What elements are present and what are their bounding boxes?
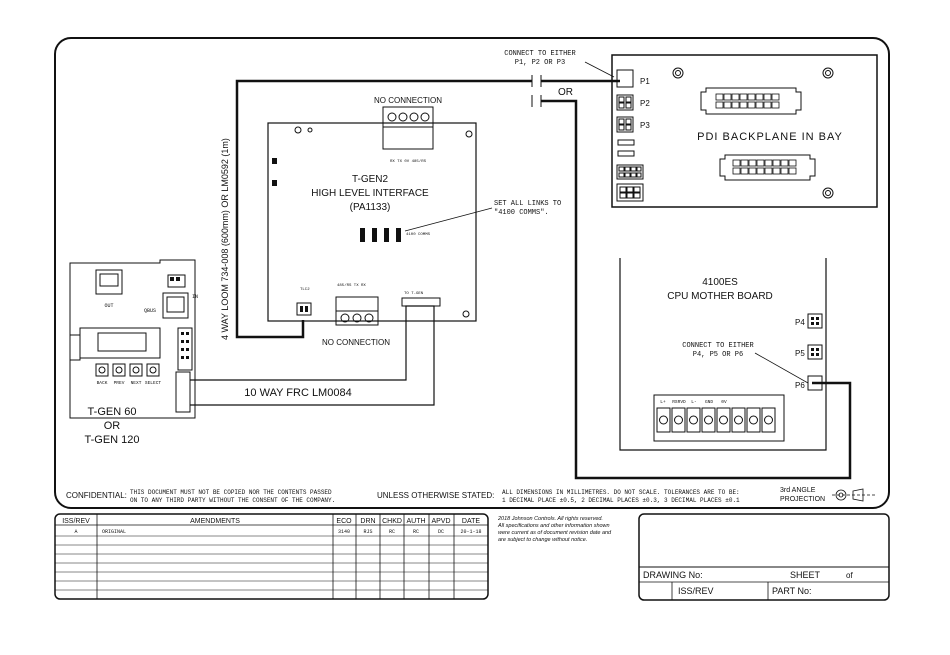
cpu-cable <box>541 99 852 480</box>
tgen-next-button: NEXT <box>131 380 142 386</box>
tgen-title-line3: T-GEN 120 <box>84 434 139 446</box>
pdi-title: PDI BACKPLANE IN BAY <box>697 131 843 143</box>
projection-symbol-icon <box>832 488 876 502</box>
terminal-gnd: GND <box>705 399 713 405</box>
cpu-title-line1: 4100ES <box>702 277 738 288</box>
tgen-title-line1: T-GEN 60 <box>88 406 137 418</box>
copyright-line1: 2018 Johnson Controls. All rights reserv… <box>497 516 603 522</box>
hdr-auth: AUTH <box>406 518 425 525</box>
projection-line1: 3rd ANGLE <box>780 487 816 494</box>
connect-note-p4: CONNECT TO EITHER <box>682 342 754 350</box>
tgen2-tlc2-label: TLC2 <box>300 288 310 292</box>
copyright-line4: are subject to change without notice. <box>498 537 587 543</box>
hdr-apvd: APVD <box>431 518 450 525</box>
row-eco: 3140 <box>338 529 350 535</box>
connect-note-p1: CONNECT TO EITHER <box>504 50 576 58</box>
tgen-in-label: IN <box>192 294 198 300</box>
or-label: OR <box>558 87 573 98</box>
no-connection-top: NO CONNECTION <box>374 96 442 105</box>
projection-line2: PROJECTION <box>780 496 825 503</box>
p5-label: P5 <box>795 349 805 358</box>
dimensions-line1: ALL DIMENSIONS IN MILLIMETRES. DO NOT SC… <box>502 489 740 496</box>
svg-text:485/RS TX RX: 485/RS TX RX <box>337 283 366 288</box>
tgen-qbus-label: QBUS <box>144 308 156 314</box>
hdr-eco: ECO <box>336 518 352 525</box>
connect-note-p1-line2: P1, P2 OR P3 <box>515 59 565 67</box>
tgen2-to-tgen-label: TO T-GEN <box>404 292 424 296</box>
terminal-l-plus: L+ <box>660 399 666 405</box>
terminal-l-minus: L- <box>691 399 696 405</box>
confidential-text-line1: THIS DOCUMENT MUST NOT BE COPIED NOR THE… <box>130 489 332 496</box>
hdr-chkd: CHKD <box>382 518 402 525</box>
row-drn: RJS <box>363 529 372 535</box>
part-no-label: PART No: <box>772 586 812 596</box>
p6-label: P6 <box>795 381 805 390</box>
set-links-note: SET ALL LINKS TO <box>494 200 561 208</box>
of-label: of <box>846 571 853 580</box>
set-links-note-line2: "4100 COMMS". <box>494 209 549 217</box>
tgen-title-line2: OR <box>104 420 121 432</box>
frc-label: 10 WAY FRC LM0084 <box>244 387 351 399</box>
loom-label: 4 WAY LOOM 734-008 (600mm) OR LM0592 (1m… <box>220 138 230 340</box>
tgen2-title-line3: (PA1133) <box>350 202 391 213</box>
hdr-iss-rev: ISS/REV <box>62 518 90 525</box>
copyright-line2: All specifications and other information… <box>497 523 610 529</box>
row-chkd: RC <box>389 529 395 535</box>
tgen-select-button: SELECT <box>145 380 162 386</box>
title-block: DRAWING No: SHEET of ISS/REV PART No: <box>638 513 890 601</box>
p3-label: P3 <box>640 121 650 130</box>
row-apvd: DC <box>438 529 444 535</box>
tgen-unit: OUT QBUS IN BACK PREV NEXT SELECT T-GEN … <box>69 259 198 446</box>
confidential-label: CONFIDENTIAL: <box>66 491 127 500</box>
row-iss: A <box>74 529 77 535</box>
dimensions-line2: 1 DECIMAL PLACE ±0.5, 2 DECIMAL PLACES ±… <box>502 497 740 504</box>
amendments-table: ISS/REV AMENDMENTS ECO DRN CHKD AUTH APV… <box>54 513 489 600</box>
svg-text:RX TX 0V 485/RS: RX TX 0V 485/RS <box>390 159 427 164</box>
row-date: 20-1-18 <box>460 529 481 535</box>
hdr-date: DATE <box>462 518 480 525</box>
pdi-backplane-board: P1 P2 P3 PDI BACKPLANE IN BAY <box>611 54 878 208</box>
terminal-0v: 0V <box>721 399 727 405</box>
frc-ribbon-cable <box>190 305 435 406</box>
no-connection-bottom: NO CONNECTION <box>322 338 390 347</box>
copyright-line3: were current as of document revision dat… <box>498 530 612 536</box>
row-auth: RC <box>413 529 419 535</box>
row-amendment: ORIGINAL <box>102 529 126 535</box>
p2-label: P2 <box>640 99 650 108</box>
cpu-title-line2: CPU MOTHER BOARD <box>667 291 773 302</box>
hdr-amendments: AMENDMENTS <box>190 518 240 525</box>
loom-cable <box>235 79 532 339</box>
tgen2-title-line2: HIGH LEVEL INTERFACE <box>311 188 429 199</box>
sheet-label: SHEET <box>790 570 821 580</box>
cpu-mother-board: 4100ES CPU MOTHER BOARD P4 P5 P6 CONNECT… <box>619 258 827 451</box>
drawing-border <box>54 37 890 509</box>
connect-note-p4-line2: P4, P5 OR P6 <box>693 351 743 359</box>
iss-rev-label: ISS/REV <box>678 586 714 596</box>
tgen-out-label: OUT <box>104 303 113 309</box>
hdr-drn: DRN <box>360 518 375 525</box>
terminal-rsrvd: RSRVD <box>672 399 686 405</box>
tgen2-board: NO CONNECTION RX TX 0V 485/RS T-GEN2 HIG… <box>267 96 477 347</box>
drawing-no-label: DRAWING No: <box>643 570 703 580</box>
p1-label: P1 <box>640 77 650 86</box>
unless-stated: UNLESS OTHERWISE STATED: <box>377 491 494 500</box>
tgen-back-button: BACK <box>97 380 108 386</box>
confidential-text-line2: ON TO ANY THIRD PARTY WITHOUT THE CONSEN… <box>130 497 335 504</box>
tgen2-title-line1: T-GEN2 <box>352 174 389 185</box>
tgen2-comms-label: 4100 COMMS <box>406 233 431 237</box>
p4-label: P4 <box>795 318 805 327</box>
tgen-prev-button: PREV <box>114 380 125 386</box>
